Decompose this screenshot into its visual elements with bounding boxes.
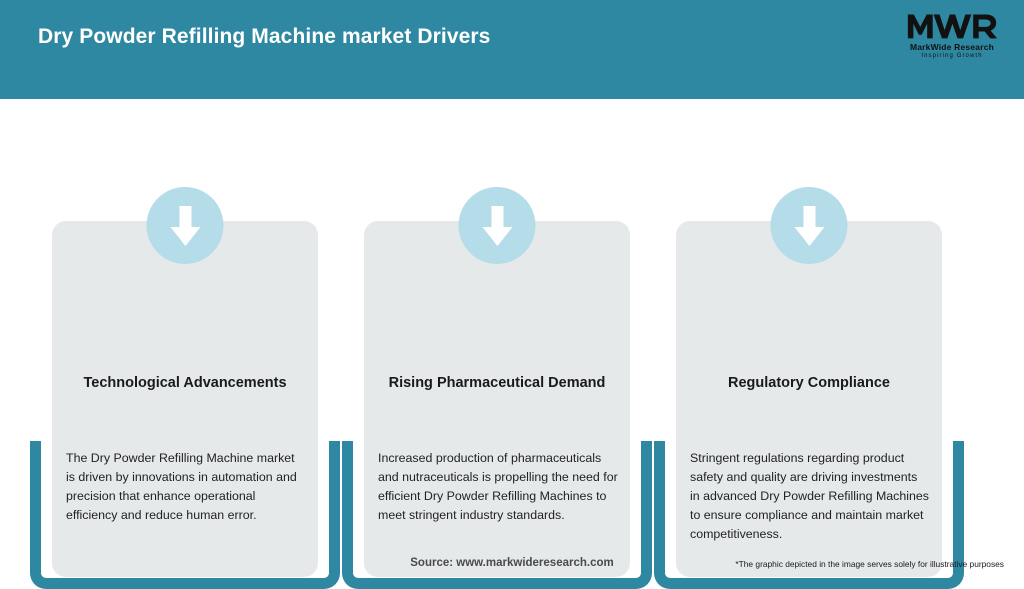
card-title: Regulatory Compliance <box>728 375 890 391</box>
card-icon-badge <box>146 187 224 264</box>
down-arrow-icon <box>482 205 512 246</box>
logo-company-name: MarkWide Research <box>909 42 995 52</box>
driver-card-2: Rising Pharmaceutical Demand Increased p… <box>342 143 652 589</box>
page-header: Dry Powder Refilling Machine market Driv… <box>0 0 1024 99</box>
card-icon-badge <box>458 187 536 264</box>
driver-card-1: Technological Advancements The Dry Powde… <box>30 143 340 589</box>
down-arrow-icon <box>170 205 200 246</box>
logo-tagline: Inspiring Growth <box>921 53 983 59</box>
card-body-text: Stringent regulations regarding product … <box>690 451 929 541</box>
disclaimer-note: *The graphic depicted in the image serve… <box>735 559 1004 569</box>
down-arrow-icon <box>794 205 824 246</box>
mwr-logo-icon <box>907 14 998 39</box>
drivers-card-group: Technological Advancements The Dry Powde… <box>0 99 1024 589</box>
card-title: Technological Advancements <box>83 375 287 391</box>
card-body-text: The Dry Powder Refilling Machine market … <box>66 451 297 522</box>
driver-card-3: Regulatory Compliance Stringent regulati… <box>654 143 964 589</box>
source-label: Source: www.markwideresearch.com <box>410 557 614 569</box>
card-title: Rising Pharmaceutical Demand <box>388 375 606 391</box>
card-panel: Technological Advancements The Dry Powde… <box>52 221 318 577</box>
card-icon-badge <box>770 187 848 264</box>
page-title: Dry Powder Refilling Machine market Driv… <box>38 25 491 48</box>
card-body-text: Increased production of pharmaceuticals … <box>378 451 618 522</box>
card-panel: Regulatory Compliance Stringent regulati… <box>676 221 942 577</box>
card-panel: Rising Pharmaceutical Demand Increased p… <box>364 221 630 577</box>
markwide-research-logo: MarkWide Research Inspiring Growth <box>900 10 1004 66</box>
